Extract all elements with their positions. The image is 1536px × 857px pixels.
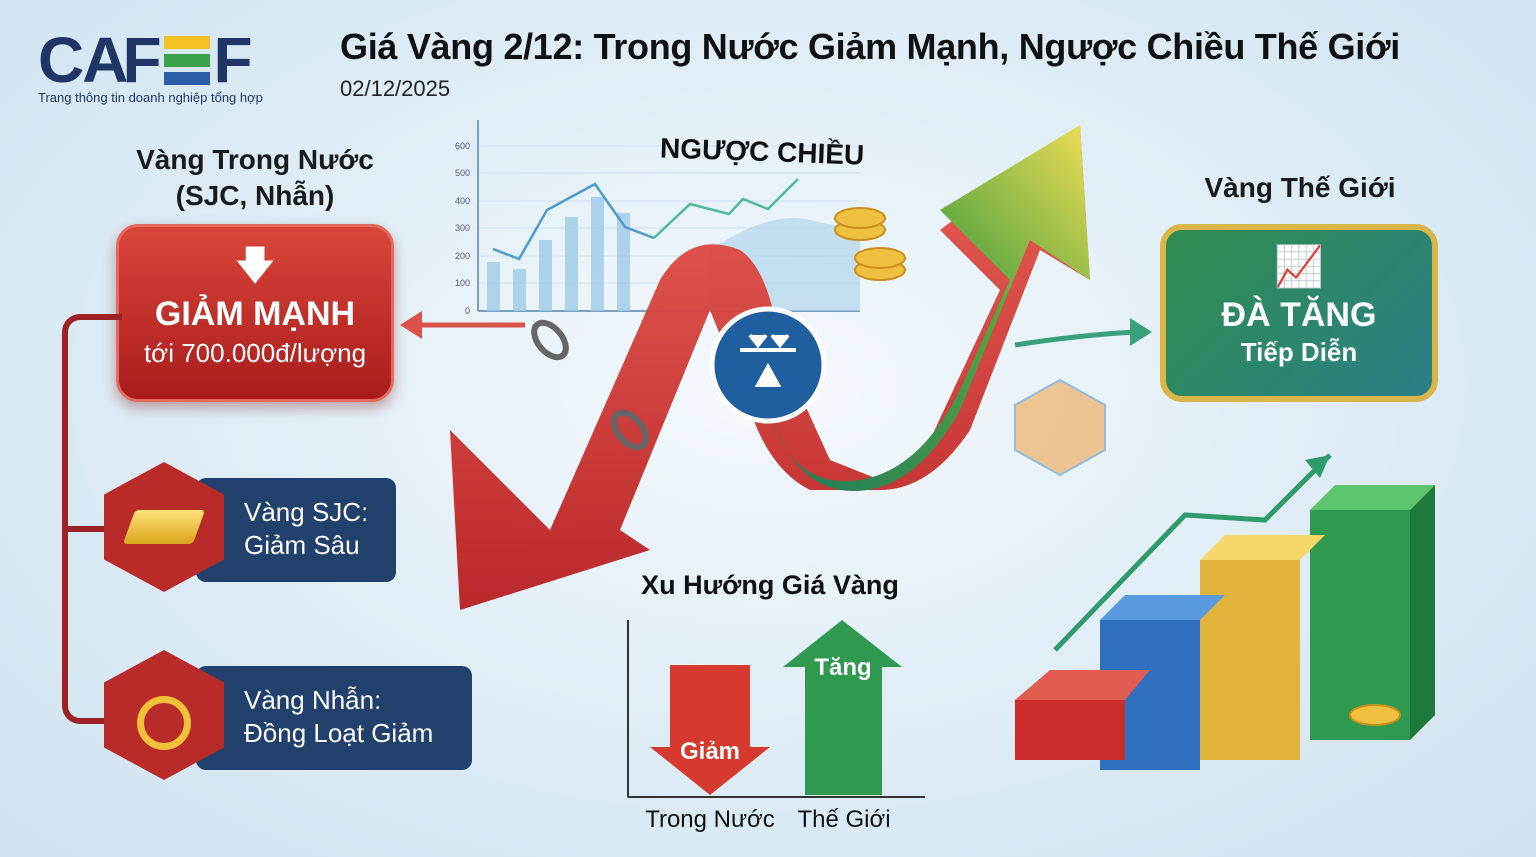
domestic-heading-line2: (SJC, Nhẫn) (175, 180, 335, 211)
axis-tick: 300 (455, 223, 470, 233)
logo-tagline: Trang thông tin doanh nghiệp tổng hợp (38, 90, 263, 105)
world-box-title: ĐÀ TĂNG (1221, 296, 1377, 334)
trend-down-arrow (650, 665, 770, 795)
trend-chart (627, 620, 925, 798)
page-date: 02/12/2025 (340, 76, 451, 101)
ring-item-line1: Vàng Nhẫn: (244, 685, 382, 715)
coin-icon (1349, 704, 1401, 726)
ring-icon (104, 650, 224, 780)
3d-bar-chart-graphic (1015, 453, 1435, 770)
axis-tick: 100 (455, 278, 470, 288)
domestic-drop-card: 🡇 GIẢM MẠNH tới 700.000đ/lượng (116, 224, 394, 402)
axis-tick: 500 (455, 168, 470, 178)
connector-line (62, 314, 122, 724)
trend-up-label: Tăng (814, 654, 872, 681)
arrow-right-icon (1014, 318, 1152, 348)
trend-x-label-domestic: Trong Nước (645, 806, 775, 833)
sjc-item-line1: Vàng SJC: (244, 497, 369, 527)
page-title: Giá Vàng 2/12: Trong Nước Giảm Mạnh, Ngư… (340, 26, 1400, 67)
ring-item-line2: Đồng Loạt Giảm (244, 718, 434, 748)
domestic-box-title: GIẢM MẠNH (154, 295, 356, 333)
radar-icon (1014, 378, 1106, 477)
world-heading: Vàng Thế Giới (1204, 172, 1396, 203)
sjc-item: Vàng SJC: Giảm Sâu (196, 478, 396, 582)
axis-tick: 400 (455, 196, 470, 206)
trend-title: Xu Hướng Giá Vàng (641, 570, 899, 600)
domestic-heading-line1: Vàng Trong Nước (136, 144, 374, 175)
arrow-down-icon: 🡇 (234, 243, 276, 289)
arrow-left-icon (400, 311, 525, 339)
world-rise-card: 📈 ĐÀ TĂNG Tiếp Diễn (1160, 224, 1438, 402)
coins-icon (834, 207, 906, 281)
trend-x-label-world: Thế Giới (797, 806, 891, 833)
trend-up-arrow (783, 620, 902, 795)
axis-tick: 0 (465, 306, 470, 316)
sjc-item-line2: Giảm Sâu (244, 530, 360, 560)
growth-chart-icon: 📈 (1274, 244, 1324, 290)
domestic-heading: Vàng Trong Nước (SJC, Nhẫn) (110, 142, 400, 214)
domestic-box-sub: tới 700.000đ/lượng (143, 338, 367, 368)
axis-tick: 600 (455, 141, 470, 151)
axis-tick: 200 (455, 251, 470, 261)
connector-line (62, 526, 112, 532)
trend-down-label: Giảm (679, 738, 741, 765)
background-chart: 600 500 400 300 200 100 0 (455, 120, 860, 316)
ring-item: Vàng Nhẫn: Đồng Loạt Giảm (196, 666, 472, 770)
broken-chain-icon (531, 319, 649, 451)
trend-arrows-graphic (450, 125, 1106, 610)
world-box-sub: Tiếp Diễn (1240, 337, 1358, 367)
